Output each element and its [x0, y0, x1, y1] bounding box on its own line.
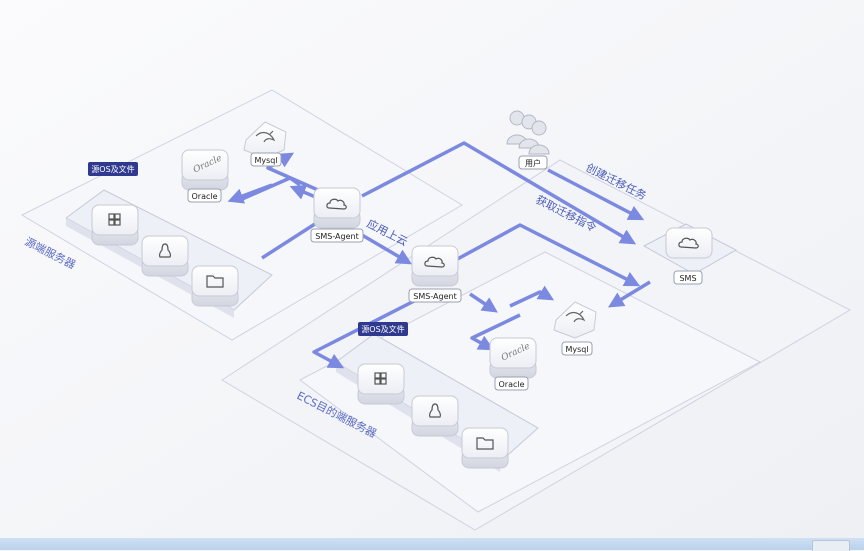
mysql-dolphin-icon: [255, 130, 276, 143]
windows-icon: [108, 213, 121, 226]
taskbar-tab[interactable]: [812, 540, 850, 551]
mysql-dolphin-icon: [565, 310, 586, 323]
arrows: [227, 141, 651, 369]
arrow-agent-to-tray-target: [312, 296, 421, 369]
arrow-agent-to-mysql-target-2: [509, 285, 555, 308]
tag-target-os: 源OS及文件: [358, 322, 408, 336]
mysql-cube-target: [553, 301, 597, 339]
arrow-agent-to-oracle-source: [239, 176, 302, 202]
svg-text:Oracle: Oracle: [191, 192, 217, 201]
label-sms: SMS: [673, 270, 703, 285]
agent-cube-source: [313, 187, 361, 229]
svg-text:Oracle: Oracle: [498, 380, 524, 389]
label-agent-target: SMS-Agent: [408, 288, 462, 303]
source-region-plate: [20, 89, 463, 341]
arrow-to-oracle-target: [470, 313, 521, 351]
mysql-cube-source: [243, 121, 287, 159]
arrow-to-oracle-source: [227, 183, 273, 204]
svg-text:源OS及文件: 源OS及文件: [91, 164, 134, 174]
svg-text:SMS-Agent: SMS-Agent: [315, 232, 358, 241]
taskbar-strip: [0, 538, 864, 550]
windows-cube-target: [357, 363, 405, 405]
arrow-get-command: [451, 223, 641, 287]
svg-text:SMS-Agent: SMS-Agent: [413, 292, 456, 301]
label-agent-source: SMS-Agent: [310, 228, 364, 243]
folder-icon: [476, 437, 494, 450]
arrow-sms-to-mysql: [607, 280, 651, 308]
label-oracle-target: Oracle: [494, 376, 529, 391]
label-mysql-source: Mysql: [250, 152, 282, 167]
linux-icon: [159, 243, 171, 258]
arrow-agent-to-mysql-target: [469, 292, 498, 313]
target-region-plate: [299, 251, 762, 513]
folder-icon: [206, 275, 224, 288]
linux-icon: [429, 403, 441, 418]
svg-text:SMS: SMS: [679, 274, 696, 283]
svg-text:源OS及文件: 源OS及文件: [361, 324, 404, 334]
oracle-cube-source: Oracle: [181, 149, 229, 191]
arrow-agent-to-tray-source: [261, 220, 319, 260]
arrow-create-task: [547, 168, 645, 221]
folder-cube-target: [461, 427, 509, 469]
svg-text:Mysql: Mysql: [565, 345, 588, 354]
sms-platform: [642, 223, 738, 275]
agent-cube-target: [411, 245, 459, 287]
label-oracle-source: Oracle: [187, 188, 222, 203]
user-group-icon: [506, 110, 550, 155]
arrow-agent-to-sms-link: [361, 141, 637, 245]
folder-cube-source: [191, 265, 239, 307]
arrow-agent-to-mysql-source: [266, 152, 319, 192]
windows-cube-source: [91, 204, 139, 246]
cloud-agent-icon: [326, 198, 347, 210]
windows-icon: [374, 372, 387, 385]
svg-text:用户: 用户: [525, 158, 541, 168]
oracle-cube-target: Oracle: [489, 337, 537, 379]
cloud-agent-icon: [424, 256, 445, 268]
cloud-sms-icon: [678, 237, 699, 249]
linux-cube-source: [141, 235, 189, 277]
label-mysql-target: Mysql: [561, 341, 593, 356]
linux-cube-target: [411, 395, 459, 437]
tag-source-os: 源OS及文件: [88, 162, 138, 176]
label-user: 用户: [518, 155, 548, 170]
svg-text:Mysql: Mysql: [254, 156, 277, 165]
